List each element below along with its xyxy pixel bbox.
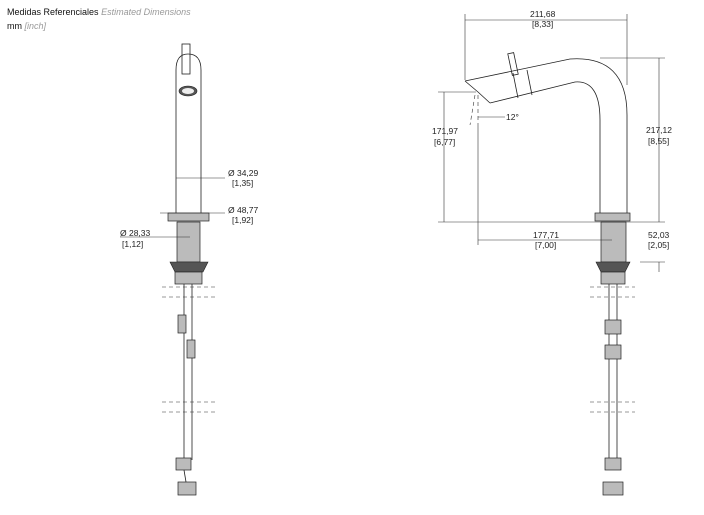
- total-height-mm: 217,12: [646, 125, 672, 135]
- title-english: Estimated Dimensions: [101, 7, 191, 17]
- thread-diameter-inch: [1,12]: [122, 239, 143, 249]
- units-alt: [inch]: [24, 21, 47, 31]
- thread-diameter-mm: Ø 28,33: [120, 228, 151, 238]
- thread-length-inch: [2,05]: [648, 240, 669, 250]
- outlet-height-inch: [6,77]: [434, 137, 455, 147]
- total-height-inch: [8,55]: [648, 136, 669, 146]
- spout-reach-inch: [7,00]: [535, 240, 556, 250]
- total-reach-mm: 211,68: [530, 9, 556, 19]
- flange-diameter-inch: [1,92]: [232, 215, 253, 225]
- units: mm: [7, 21, 22, 31]
- drawing-header: Medidas Referenciales Estimated Dimensio…: [7, 5, 191, 33]
- front-view-faucet: [120, 43, 225, 496]
- thread-length-mm: 52,03: [648, 230, 670, 240]
- total-reach-inch: [8,33]: [532, 19, 553, 29]
- spout-diameter-inch: [1,35]: [232, 178, 253, 188]
- spout-diameter-mm: Ø 34,29: [228, 168, 259, 178]
- spray-angle: 12°: [506, 112, 519, 122]
- flange-diameter-mm: Ø 48,77: [228, 205, 259, 215]
- spout-reach-mm: 177,71: [533, 230, 559, 240]
- title: Medidas Referenciales: [7, 7, 99, 17]
- side-view-faucet: [438, 14, 665, 496]
- outlet-height-mm: 171,97: [432, 126, 458, 136]
